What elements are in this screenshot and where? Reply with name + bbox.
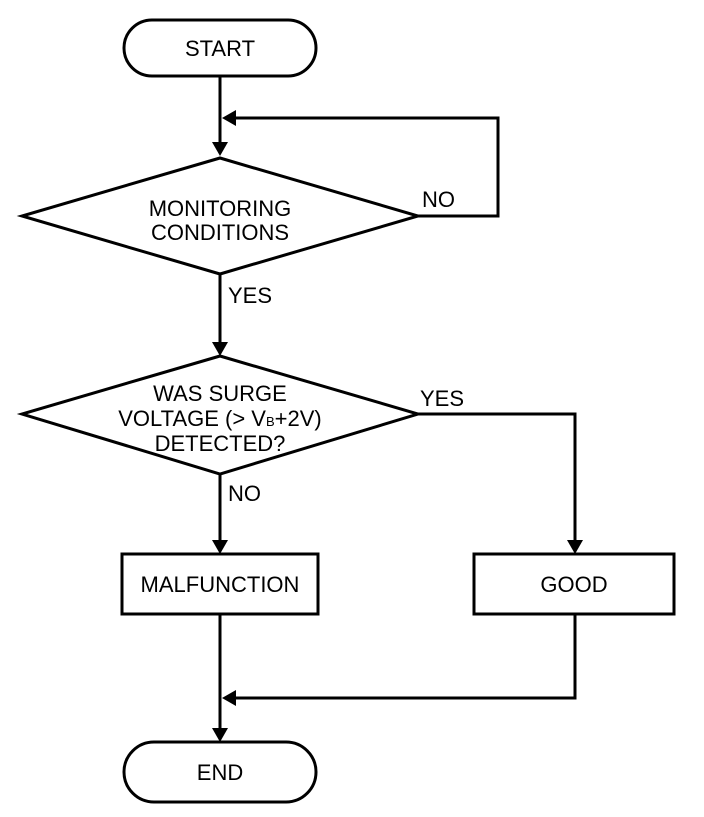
decision2-line2-a: VOLTAGE (> V — [118, 406, 266, 431]
label-no-down: NO — [228, 481, 261, 506]
decision2-line2-b: +2V) — [275, 406, 322, 431]
arrowhead — [222, 110, 236, 126]
arrowhead — [212, 342, 228, 356]
label-yes-right: YES — [420, 386, 464, 411]
decision1-line1: MONITORING — [149, 196, 292, 221]
edge-monitoring-no-loop — [232, 116, 500, 218]
arrowhead — [212, 728, 228, 742]
decision2-line1: WAS SURGE — [153, 381, 287, 406]
arrowhead — [222, 690, 236, 706]
end-terminal — [122, 740, 318, 804]
decision2-line2-sub: B — [266, 414, 275, 429]
start-label: START — [185, 36, 255, 61]
process-malfunction — [120, 552, 320, 616]
decision1-line2: CONDITIONS — [151, 220, 289, 245]
arrowhead — [212, 142, 228, 156]
arrowhead — [567, 540, 583, 554]
edge-surge-yes — [418, 412, 577, 542]
decision2-line3: DETECTED? — [155, 431, 286, 456]
end-label: END — [197, 760, 243, 785]
edge-good-to-end — [232, 614, 577, 700]
label-no-loop: NO — [422, 187, 455, 212]
malfunction-label: MALFUNCTION — [141, 572, 300, 597]
label-yes-down: YES — [228, 283, 272, 308]
arrowhead — [212, 540, 228, 554]
decision2-line2: VOLTAGE (> VB+2V) — [118, 406, 322, 431]
good-label: GOOD — [540, 572, 607, 597]
